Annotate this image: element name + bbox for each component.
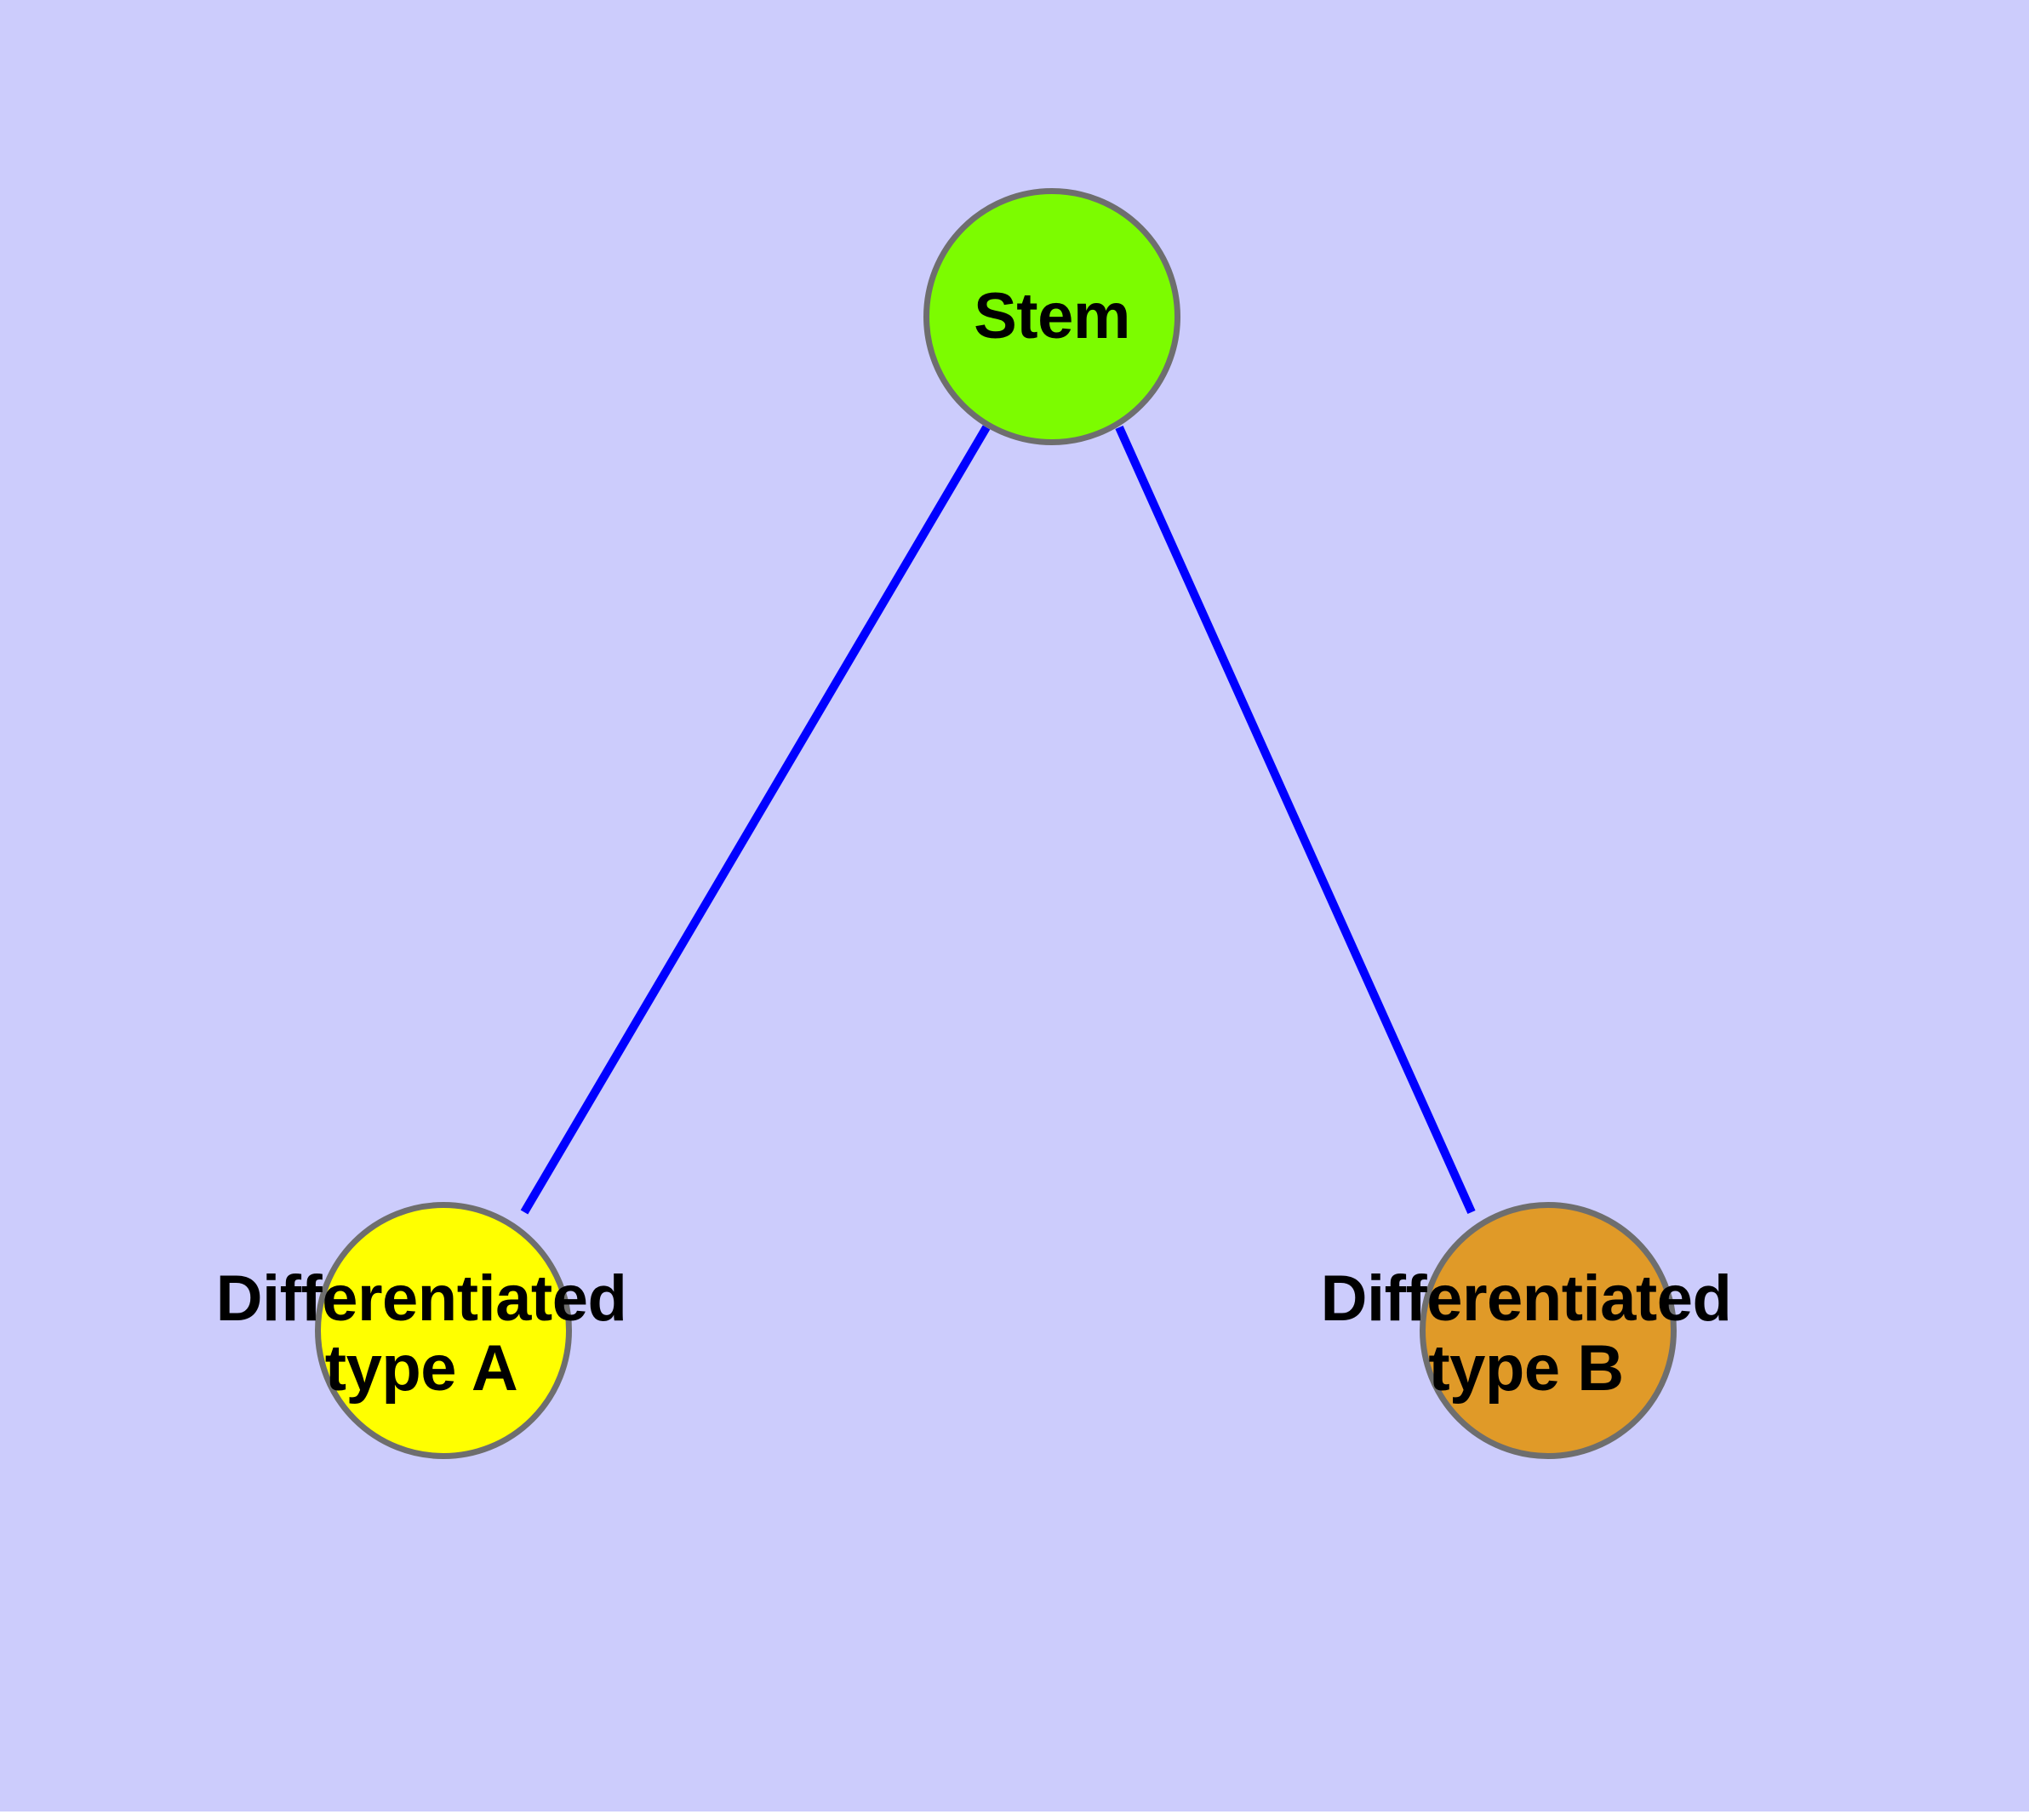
edges-group: [520, 425, 1476, 1215]
node-stem[interactable]: [923, 188, 1180, 445]
node-diff-b[interactable]: [1420, 1202, 1677, 1459]
edge-stem-diff-a[interactable]: [520, 425, 991, 1215]
edge-stem-diff-b[interactable]: [1115, 425, 1476, 1215]
node-diff-a[interactable]: [315, 1202, 572, 1459]
